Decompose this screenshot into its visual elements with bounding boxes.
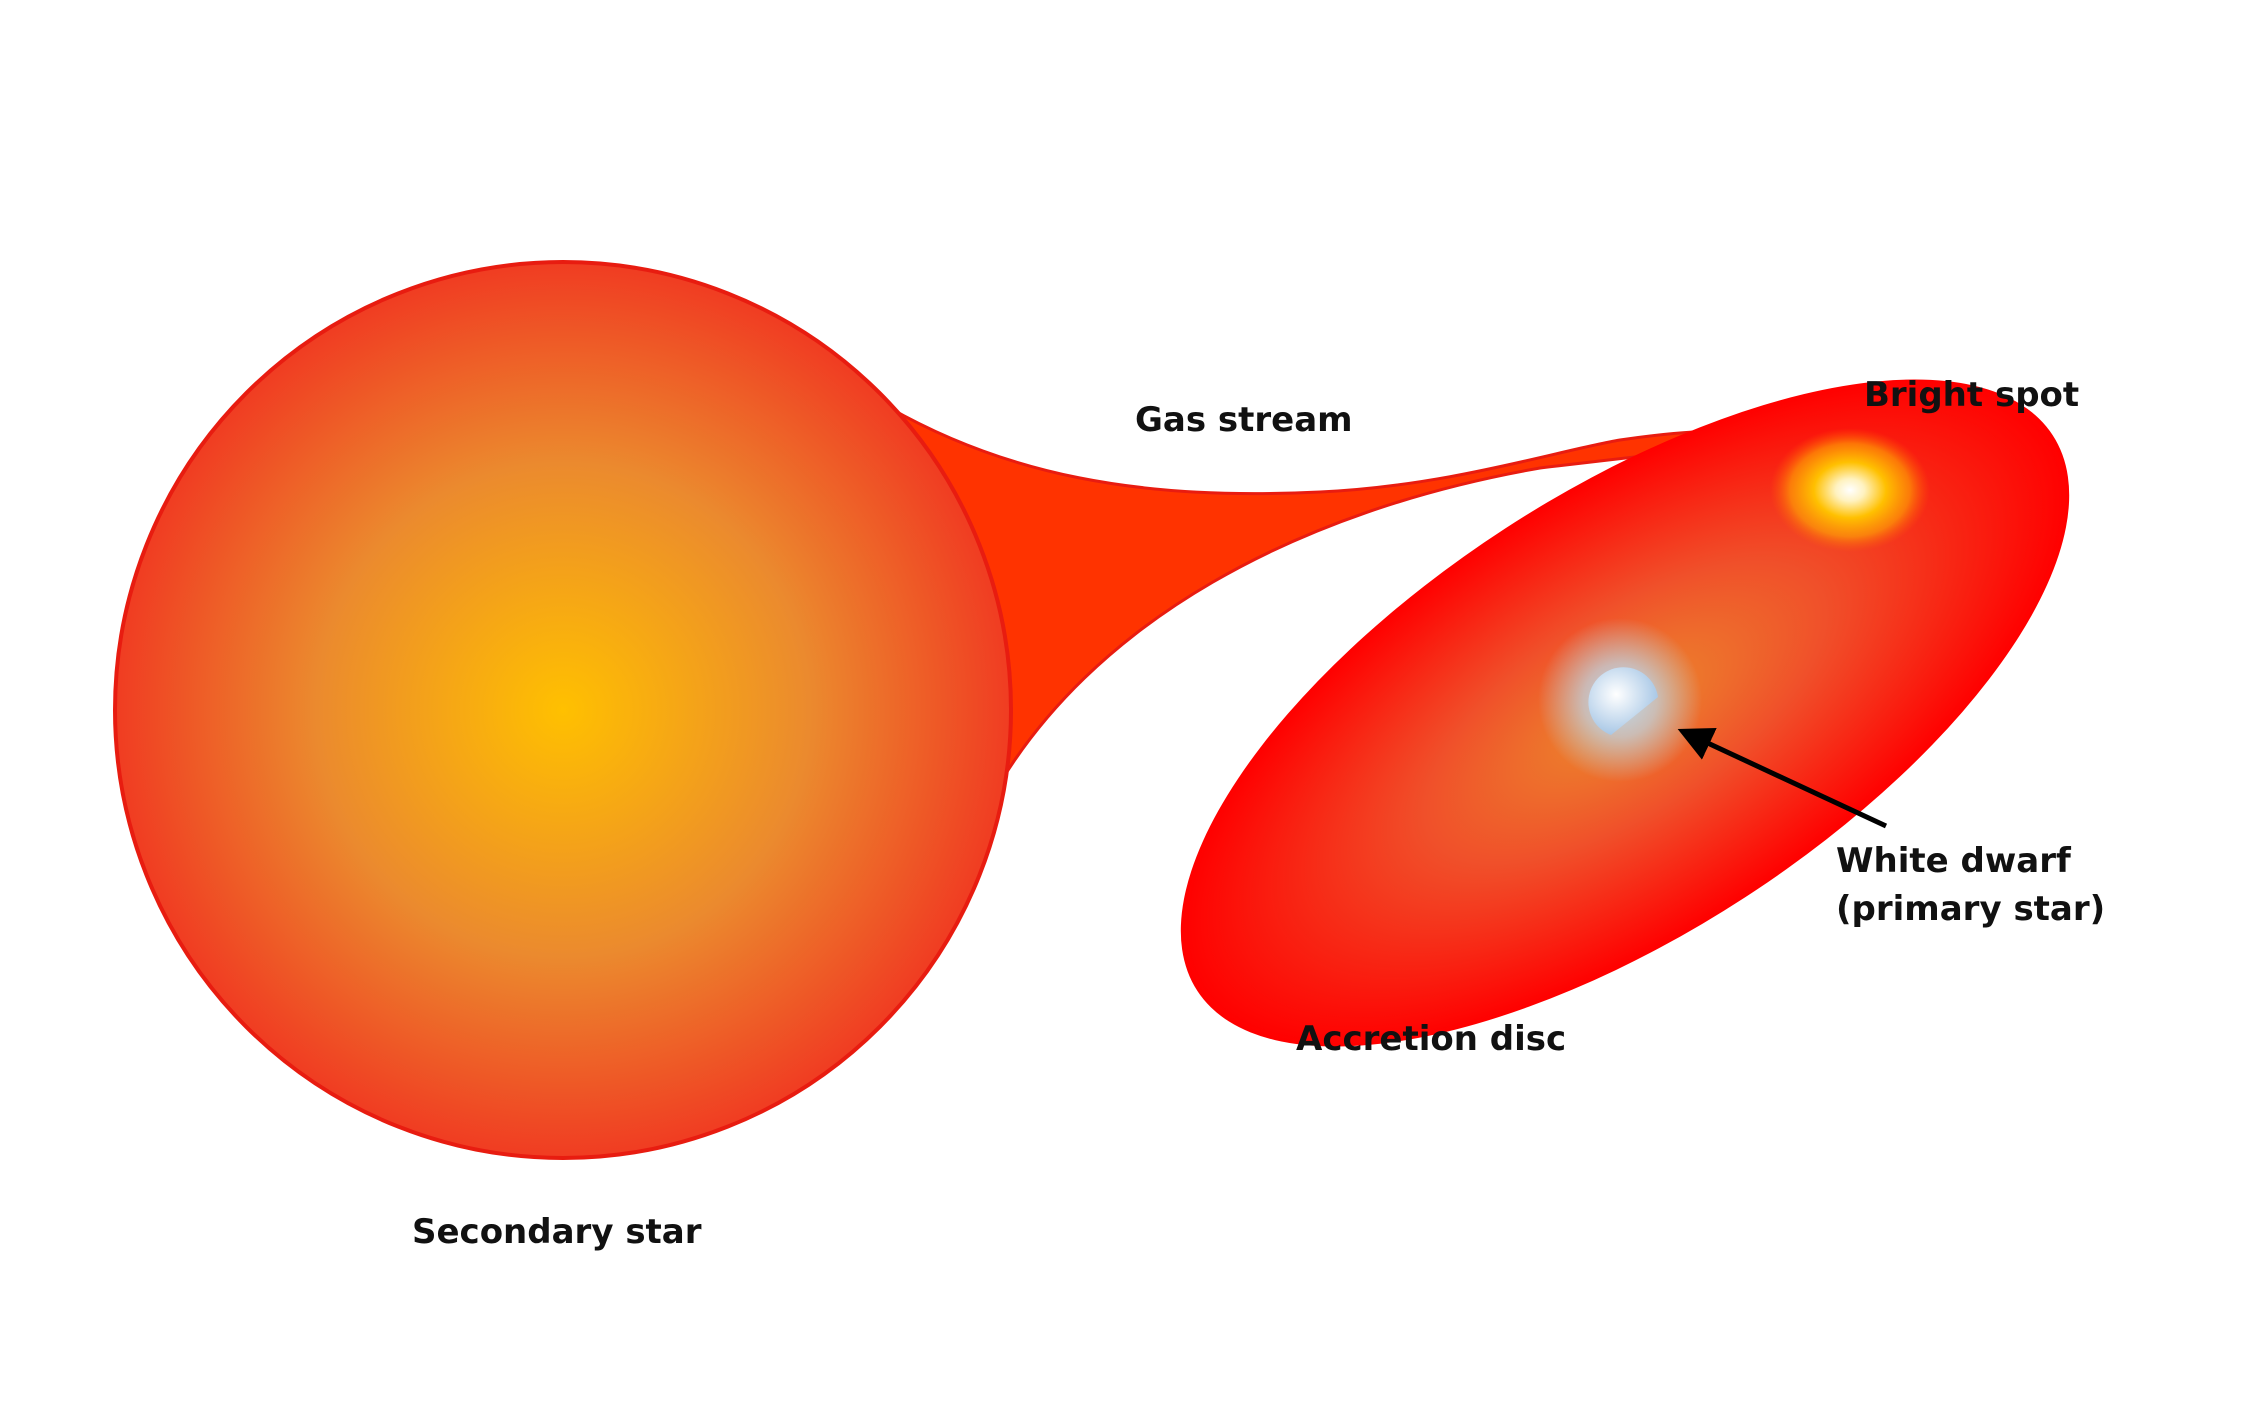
accretion-disc-label: Accretion disc (1296, 1019, 1566, 1059)
bright-spot-label: Bright spot (1864, 375, 2079, 415)
white-dwarf-label: White dwarf (1836, 841, 2072, 881)
secondary-star-label: Secondary star (412, 1212, 702, 1252)
primary-star-label: (primary star) (1836, 889, 2105, 929)
white-dwarf (1588, 667, 1658, 735)
gas-stream-label: Gas stream (1135, 400, 1353, 440)
secondary-star (113, 260, 1013, 1160)
white-dwarf-arrow (1677, 727, 1888, 829)
bright-spot-glow (1770, 428, 1930, 552)
